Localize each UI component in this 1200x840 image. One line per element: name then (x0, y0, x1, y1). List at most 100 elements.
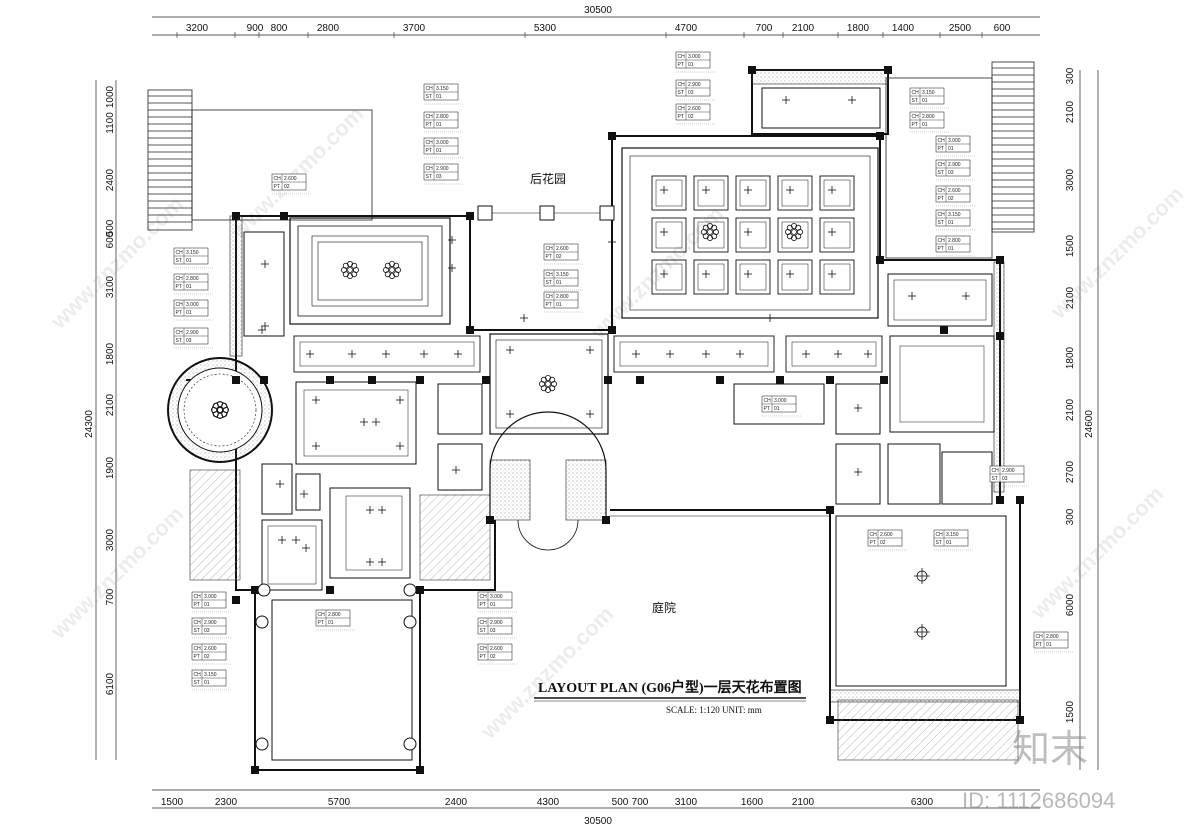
callout-code: PT (912, 122, 918, 128)
chandelier-rosettes (210, 222, 804, 419)
callout-code: ST (912, 98, 918, 104)
callout-value: 01 (186, 284, 192, 290)
callout-code: CH (912, 90, 920, 96)
column-marker (996, 256, 1004, 264)
callout-value: 3.150 (946, 532, 959, 538)
bottom-dimension-label: 1500 (161, 797, 184, 808)
ceiling-coffer-inner (697, 179, 725, 207)
left-dimension-chain (95, 80, 117, 760)
top-dimension-label: 2500 (949, 23, 972, 34)
callout-code: PT (678, 62, 684, 68)
callout-code: CH (480, 646, 488, 652)
callout-value: 03 (436, 174, 442, 180)
column-marker (608, 326, 616, 334)
callout-code: ST (426, 174, 432, 180)
callout-value: 01 (1046, 642, 1052, 648)
callout-value: 01 (204, 680, 210, 686)
callout-code: CH (426, 114, 434, 120)
bottom-dimension-label: 500 (612, 797, 629, 808)
column-marker (466, 326, 474, 334)
light-fixture (802, 350, 810, 358)
ceiling-coffer-inner (655, 263, 683, 291)
callout-value: 2.900 (1002, 468, 1015, 474)
callout-value: 03 (1002, 476, 1008, 482)
ceiling-coffer-inner (781, 179, 809, 207)
callout-code: PT (870, 540, 876, 546)
chandelier-rosette (701, 222, 720, 241)
ceiling-coffer-inner (823, 179, 851, 207)
light-fixture (864, 350, 872, 358)
callout-code: CH (480, 594, 488, 600)
chandelier-rosette (785, 222, 804, 241)
callout-code: ST (992, 476, 998, 482)
callout-code: ST (938, 170, 944, 176)
light-fixture (360, 418, 368, 426)
callout-code: ST (176, 258, 182, 264)
light-fixture (586, 410, 594, 418)
light-fixture (292, 536, 300, 544)
light-fixture (782, 96, 790, 104)
callout-value: 3.000 (490, 594, 503, 600)
callout-code: PT (426, 148, 432, 154)
callout-code: CH (546, 294, 554, 300)
site-watermark: www.znzmo.com (1025, 481, 1168, 624)
bottom-dimension-label: 3100 (675, 797, 698, 808)
callout-code: ST (936, 540, 942, 546)
light-fixture (660, 270, 668, 278)
column-marker (280, 212, 288, 220)
ceiling-coffer-inner (781, 221, 809, 249)
callout-code: CH (938, 212, 946, 218)
right-dimension-label: 2100 (1065, 398, 1076, 421)
ceiling-light-fixtures (258, 96, 970, 640)
left-dimension-label: 2400 (105, 168, 116, 191)
bottom-dimension-label: 6300 (911, 797, 934, 808)
right-dimension-labels: 3002100300015002100180021002700300600015… (1065, 67, 1076, 723)
round-column (403, 737, 417, 751)
column-marker (826, 506, 834, 514)
light-fixture (786, 186, 794, 194)
callout-value: 01 (556, 280, 562, 286)
light-fixture (448, 264, 456, 272)
light-fixture (608, 238, 616, 246)
callout-code: PT (938, 196, 944, 202)
dining-room-ceiling (621, 147, 879, 319)
drawing-scale: SCALE: 1:120 UNIT: mm (666, 705, 762, 715)
top-dimension-label: 700 (756, 23, 773, 34)
light-fixture (366, 558, 374, 566)
hatched-terraces (189, 469, 1019, 761)
column-marker (880, 376, 888, 384)
light-fixture (366, 506, 374, 514)
left-dimension-label: 600 (105, 231, 116, 248)
right-exterior-stair (885, 61, 1035, 259)
callout-code: CH (546, 246, 554, 252)
column-marker (604, 376, 612, 384)
callout-code: ST (480, 628, 486, 634)
column-marker (1016, 496, 1024, 504)
callout-code: CH (938, 188, 946, 194)
ceiling-coffer-inner (697, 263, 725, 291)
right-dimension-label: 3000 (1065, 168, 1076, 191)
ceiling-coffer-inner (697, 221, 725, 249)
light-fixture (348, 350, 356, 358)
light-fixture (828, 228, 836, 236)
ceiling-coffer (777, 259, 813, 295)
column-marker (326, 376, 334, 384)
column-marker (884, 66, 892, 74)
column-marker (416, 586, 424, 594)
light-fixture (382, 350, 390, 358)
light-fixture (276, 480, 284, 488)
light-fixture (378, 506, 386, 514)
light-fixture (660, 186, 668, 194)
top-dimension-label: 3200 (186, 23, 209, 34)
ceiling-coffer (735, 259, 771, 295)
bottom-dimension-label: 2400 (445, 797, 468, 808)
callout-code: CH (764, 398, 772, 404)
callout-value: 02 (688, 114, 694, 120)
